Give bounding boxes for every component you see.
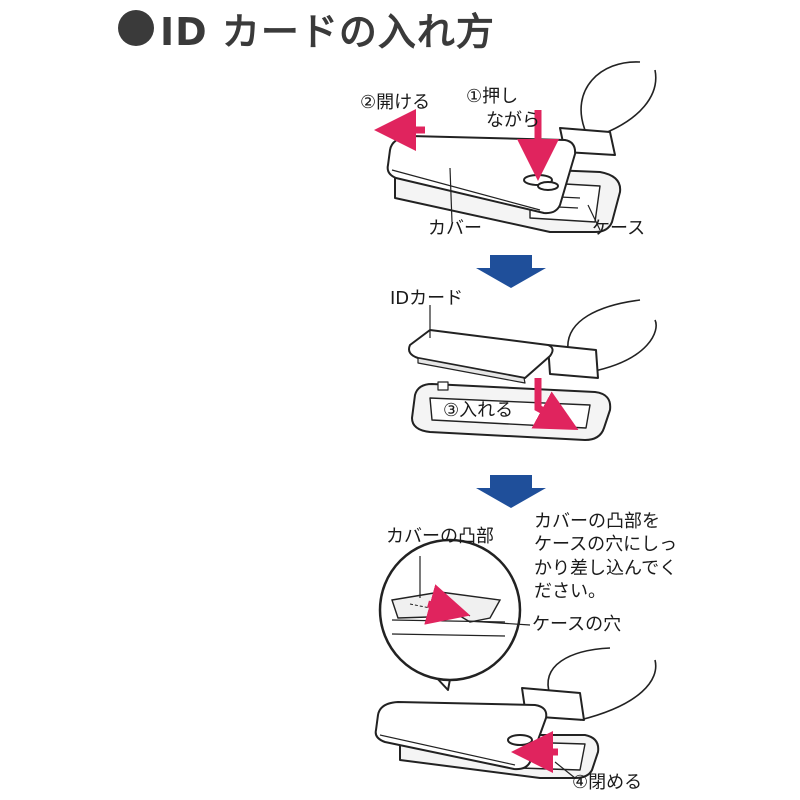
down-arrow-icon-2: [476, 475, 546, 508]
close-label: ④閉める: [572, 772, 643, 793]
note-line-3: かり差し込んでく: [534, 557, 678, 579]
insert-arrow: [531, 378, 579, 431]
step1-illustration: [386, 61, 657, 233]
page-title: ID カードの入れ方: [118, 4, 495, 54]
cover-leader-line: [449, 167, 453, 223]
case-leader-line: [587, 204, 601, 231]
hole-label: ケースの穴: [532, 614, 622, 635]
press-label-line2: ながら: [486, 110, 540, 131]
tab-arrow: [424, 584, 471, 625]
instruction-note: カバーの凸部を ケースの穴にしっ かり差し込んでく ださい。: [534, 510, 704, 604]
note-line-2: ケースの穴にしっ: [534, 534, 678, 556]
hole-leader-line: [467, 620, 531, 626]
close-leader-line: [554, 761, 576, 779]
open-label: ②開ける: [360, 92, 431, 113]
down-arrow-icon: [476, 255, 546, 288]
case-label: ケース: [592, 218, 646, 239]
insert-label: ③入れる: [443, 400, 514, 421]
tab-label: カバーの凸部: [386, 526, 494, 547]
cover-label: カバー: [428, 218, 482, 239]
press-label-line1: ①押し: [466, 86, 519, 107]
title-text: ID カードの入れ方: [160, 9, 495, 54]
note-line-4: ださい。: [534, 581, 606, 603]
magnifier-detail: [378, 538, 522, 691]
card-label: IDカード: [390, 288, 464, 309]
filled-circle-icon: [118, 10, 154, 46]
note-line-1: カバーの凸部を: [534, 511, 660, 532]
